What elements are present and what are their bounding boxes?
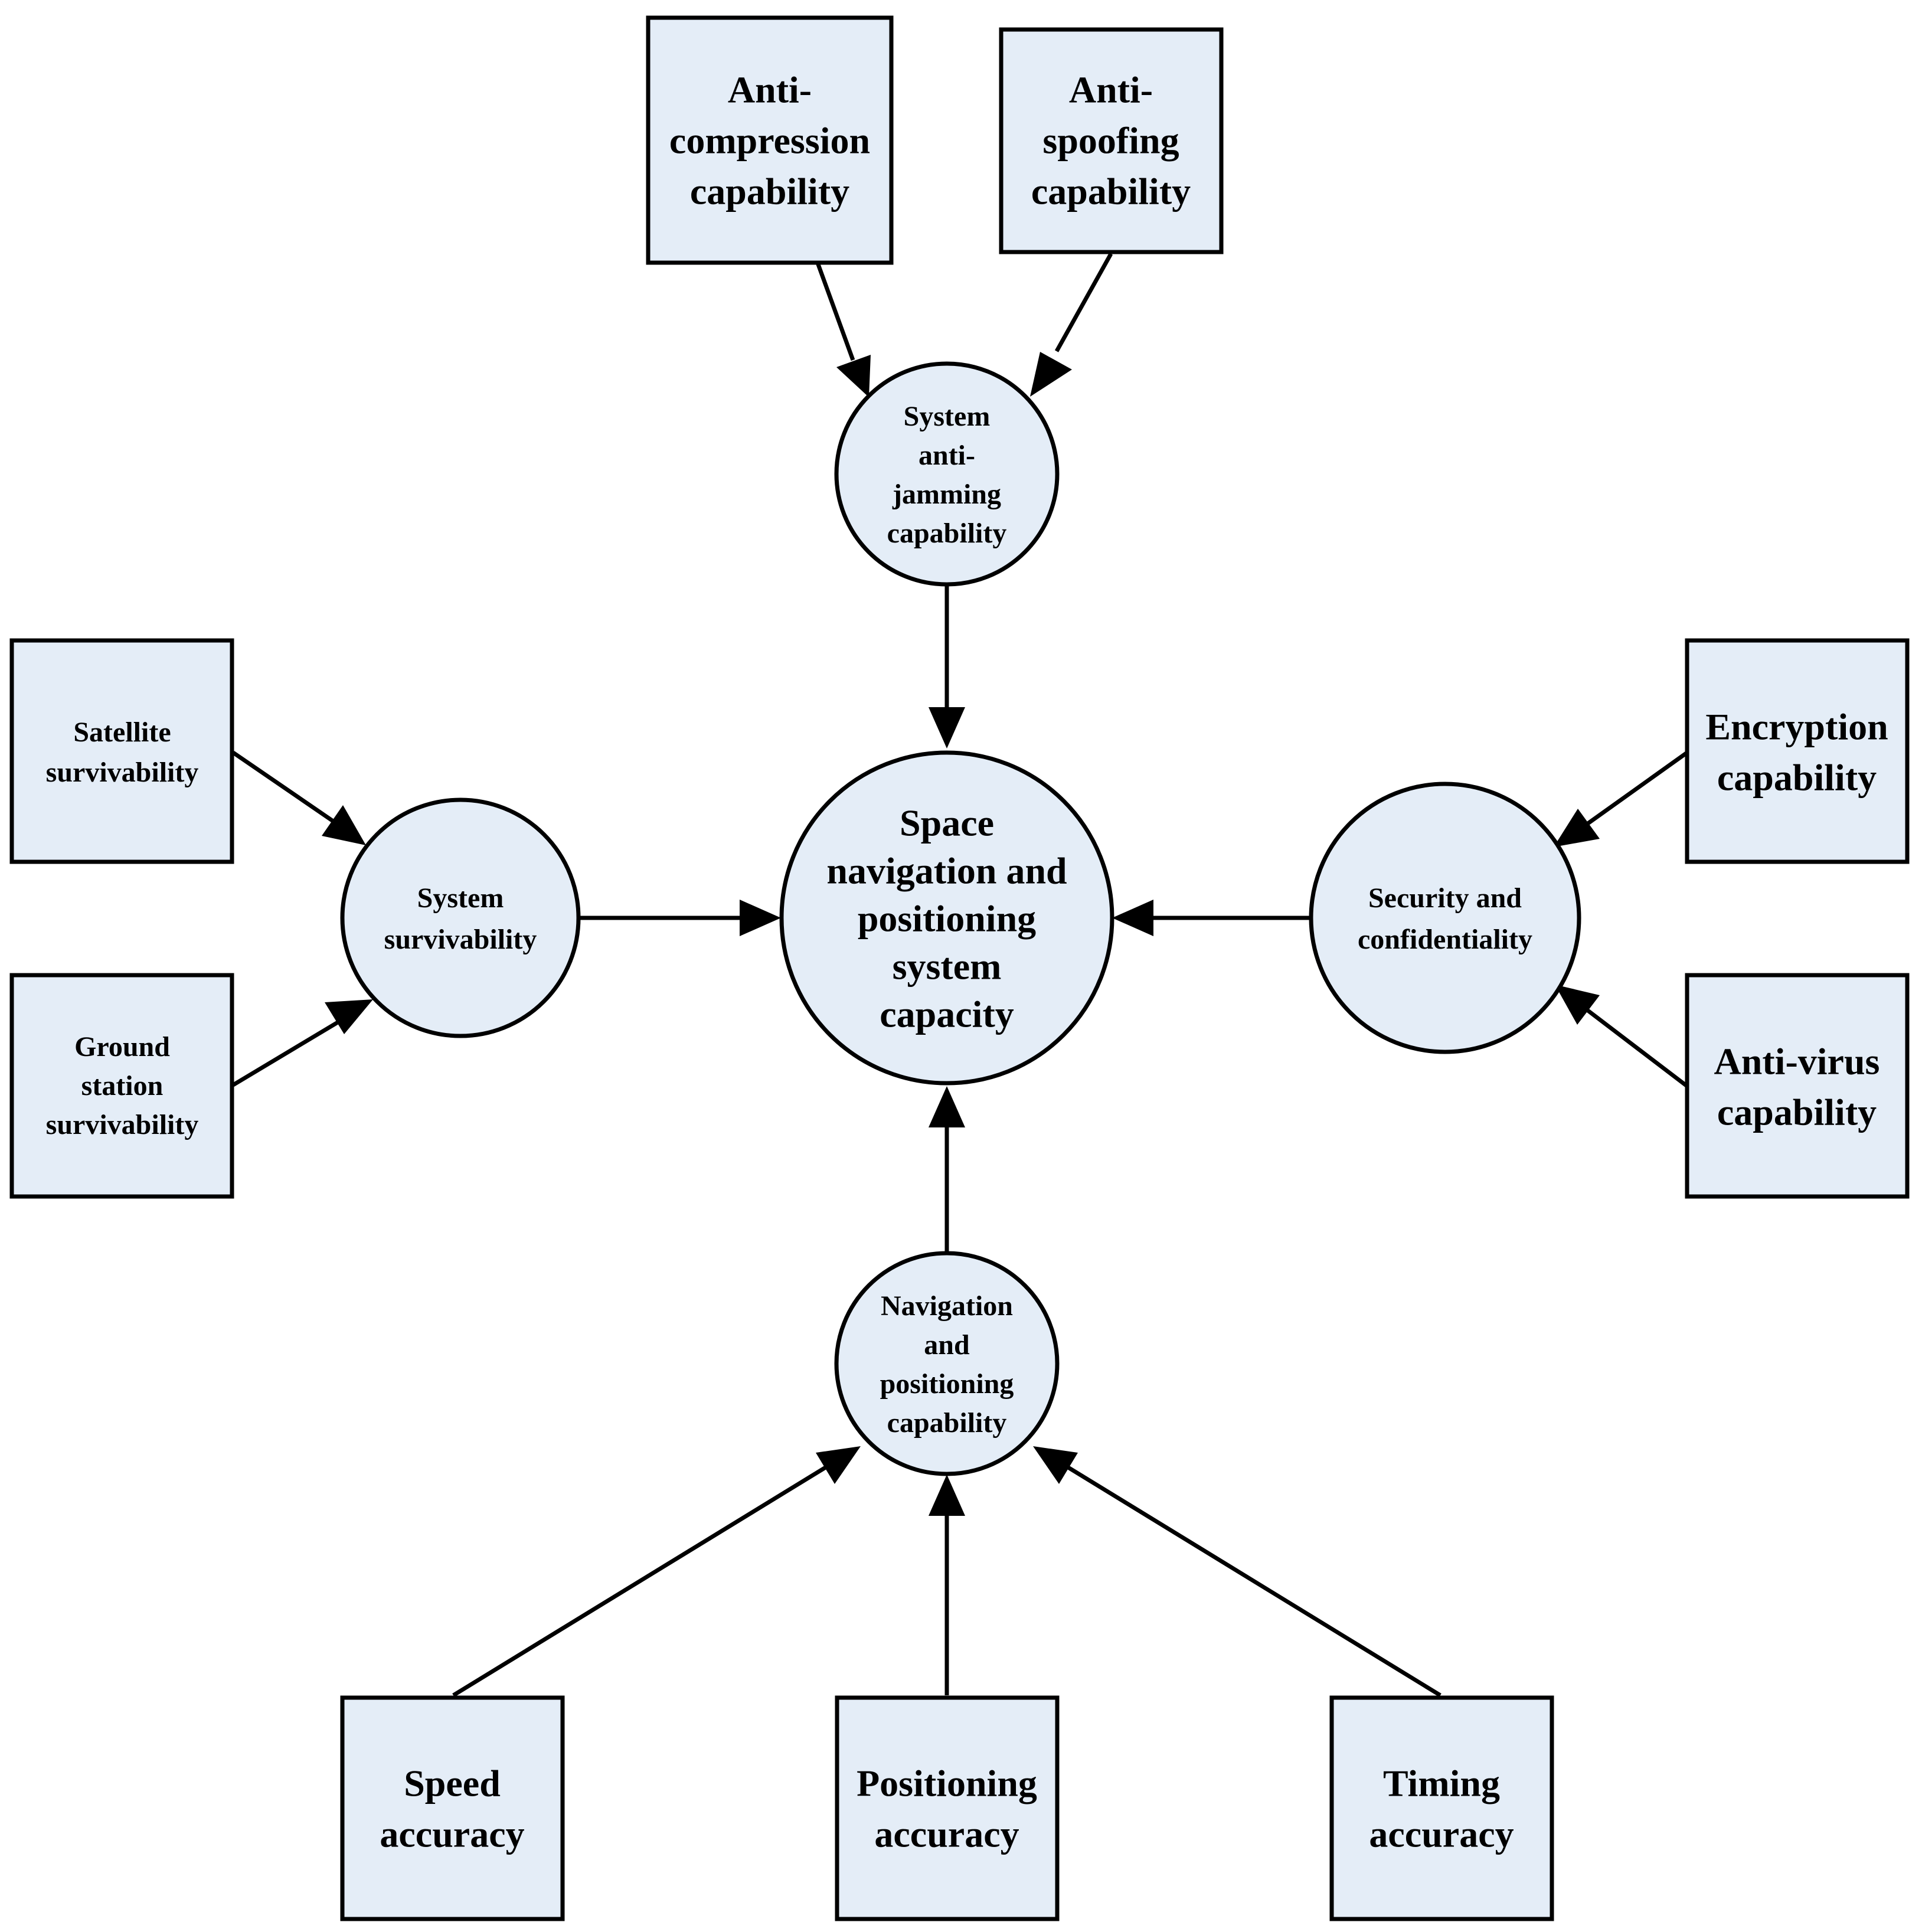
node-anti-compression: Anti-compression capability — [646, 15, 894, 265]
security-label: Security and confidentiality — [1358, 882, 1532, 955]
node-timing: Timing accuracy — [1329, 1695, 1554, 1921]
label-line: capacity — [880, 993, 1014, 1035]
label-line: Timing — [1383, 1762, 1500, 1804]
label-line: survivability — [46, 1109, 199, 1140]
label-line: positioning — [858, 897, 1036, 939]
label-line: and — [924, 1329, 970, 1361]
label-line: Positioning — [857, 1762, 1037, 1804]
label-line: capability — [887, 518, 1007, 549]
edge-positioning-to-navigation — [929, 1475, 965, 1695]
anti-jamming-label: System anti-jamming capability — [887, 401, 1007, 549]
label-line: capability — [1031, 170, 1191, 212]
label-line: capability — [690, 170, 849, 212]
edge-anti-virus-to-security — [1555, 985, 1689, 1088]
edge-ground-station-to-survivability — [232, 999, 373, 1087]
node-security: Security and confidentiality — [1309, 782, 1581, 1054]
label-line: capability — [887, 1407, 1007, 1439]
node-anti-virus: Anti-virus capability — [1685, 973, 1910, 1199]
edge-satellite-to-survivability — [232, 751, 366, 845]
node-survivability: System survivability — [340, 797, 581, 1038]
node-navigation: Navigation and positioning capability — [834, 1251, 1060, 1476]
positioning-label: Positioning accuracy — [857, 1762, 1037, 1855]
label-line: survivability — [46, 757, 199, 788]
edge-speed-to-navigation — [452, 1446, 861, 1697]
edge-navigation-to-center — [929, 1086, 965, 1253]
label-line: accuracy — [1369, 1813, 1514, 1855]
label-line: navigation and — [826, 849, 1067, 891]
edge-security-to-center — [1112, 900, 1309, 936]
satellite-label: Satellite survivability — [46, 717, 199, 788]
node-center: Space navigation and positioning system capa… — [779, 750, 1114, 1086]
label-line: Security and — [1368, 882, 1522, 914]
label-line: confidentiality — [1358, 924, 1532, 955]
node-positioning: Positioning accuracy — [835, 1695, 1060, 1921]
anti-virus-label: Anti-virus capability — [1714, 1040, 1880, 1133]
label-line: System — [417, 882, 504, 914]
ground-station-label: Ground station survivability — [46, 1031, 199, 1140]
edge-anti-compression-to-anti-jamming — [815, 261, 871, 397]
navigation-label: Navigation and positioning capability — [880, 1290, 1014, 1439]
node-speed: Speed accuracy — [340, 1695, 565, 1921]
node-encryption: Encryption capability — [1685, 638, 1910, 864]
anti-compression-label: Anti-compression capability — [669, 68, 870, 212]
edge-timing-to-navigation — [1033, 1446, 1442, 1697]
label-line: capability — [1717, 1091, 1877, 1133]
label-line: station — [81, 1070, 164, 1101]
survivability-label: System survivability — [384, 882, 537, 955]
label-line: Encryption — [1705, 705, 1888, 747]
label-line: survivability — [384, 924, 537, 955]
edge-anti-spoofing-to-anti-jamming — [1030, 253, 1113, 397]
speed-label: Speed accuracy — [380, 1762, 524, 1855]
label-line: jamming — [892, 479, 1001, 510]
node-satellite: Satellite survivability — [9, 638, 234, 864]
label-line: compression — [669, 119, 870, 161]
label-line: Anti- — [1069, 68, 1153, 110]
label-line: accuracy — [380, 1813, 524, 1855]
label-line: capability — [1717, 756, 1877, 798]
node-ground-station: Ground station survivability — [9, 973, 234, 1199]
label-line: Anti- — [728, 68, 812, 110]
label-line: Ground — [74, 1031, 170, 1063]
node-anti-jamming: System anti-jamming capability — [834, 361, 1060, 587]
label-line: Space — [900, 802, 994, 844]
label-line: system — [893, 945, 1002, 987]
edges — [232, 253, 1689, 1697]
label-line: spoofing — [1042, 119, 1179, 161]
encryption-label: Encryption capability — [1705, 705, 1888, 798]
edge-anti-jamming-to-center — [929, 586, 965, 748]
center-label: Space navigation and positioning system capa… — [826, 802, 1067, 1035]
label-line: Speed — [404, 1762, 501, 1804]
timing-label: Timing accuracy — [1369, 1762, 1514, 1855]
label-line: positioning — [880, 1368, 1014, 1400]
label-line: Satellite — [73, 717, 171, 748]
edge-survivability-to-center — [580, 900, 781, 936]
node-anti-spoofing: Anti-spoofing capability — [999, 27, 1224, 254]
anti-spoofing-label: Anti-spoofing capability — [1031, 68, 1191, 212]
label-line: accuracy — [874, 1813, 1019, 1855]
label-line: System — [904, 401, 991, 432]
label-line: Anti-virus — [1714, 1040, 1880, 1082]
edge-encryption-to-security — [1554, 751, 1689, 847]
label-line: anti- — [918, 440, 975, 471]
label-line: Navigation — [881, 1290, 1013, 1322]
